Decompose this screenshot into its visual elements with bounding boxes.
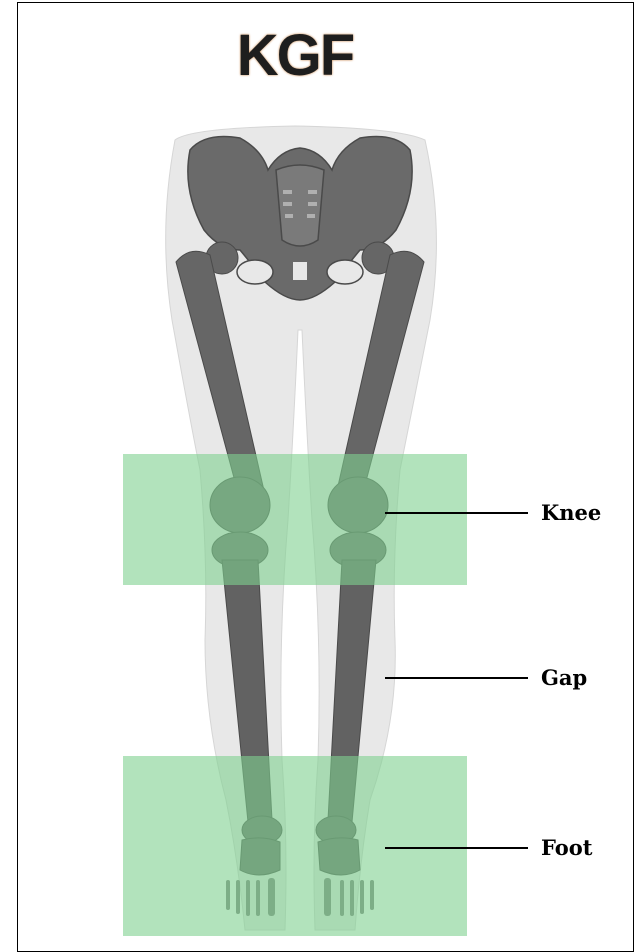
foot-label: Foot (541, 835, 592, 860)
foot-highlight-zone (123, 756, 467, 936)
gap-label: Gap (541, 665, 587, 690)
knee-label: Knee (541, 500, 601, 525)
knee-highlight-zone (123, 454, 467, 585)
